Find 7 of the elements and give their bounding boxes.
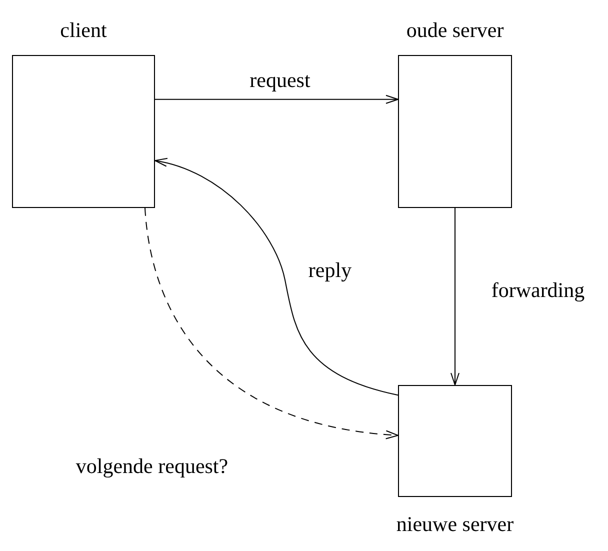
arrow — [144, 208, 398, 439]
arrow — [450, 208, 460, 386]
arrow — [154, 94, 398, 104]
arrow — [154, 158, 398, 396]
node-label: nieuwe server — [396, 512, 514, 536]
node-label: oude server — [406, 18, 504, 42]
node-label: client — [60, 18, 107, 42]
